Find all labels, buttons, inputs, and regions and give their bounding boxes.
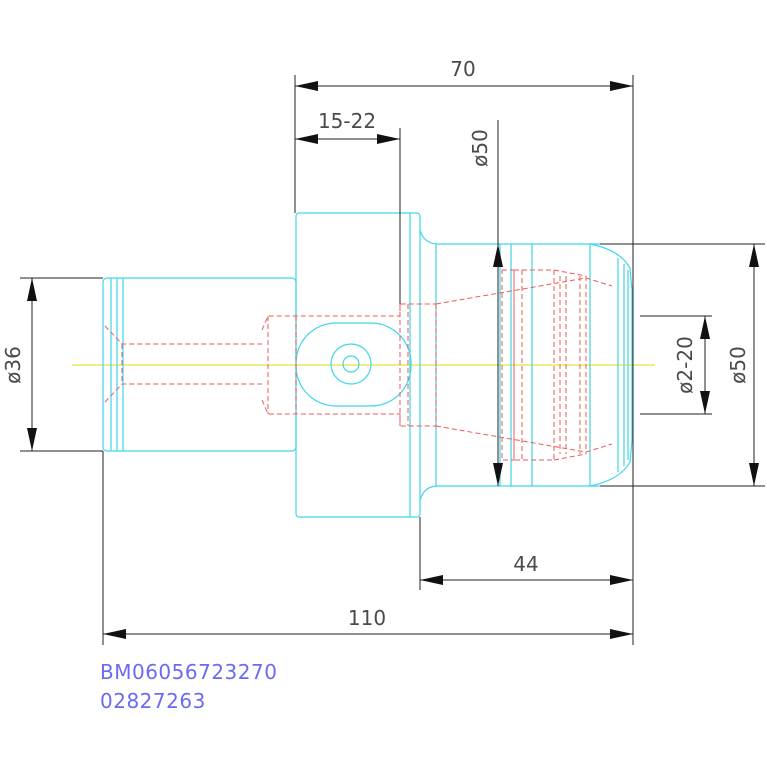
dim-110: 110 [348,606,386,630]
order-code: 02827263 [100,689,206,713]
dim-44: 44 [513,552,538,576]
dim-dia-50-mid: ø50 [468,129,492,167]
dim-dia-50-right: ø50 [726,346,750,384]
dim-dia-2-20: ø2-20 [673,336,697,394]
dim-dia-36: ø36 [1,346,25,384]
part-code: BM06056723270 [100,660,278,684]
dimension-lines [20,75,765,645]
dim-15-22: 15-22 [318,109,376,133]
hidden-lines [104,269,613,461]
dim-70: 70 [450,57,475,81]
